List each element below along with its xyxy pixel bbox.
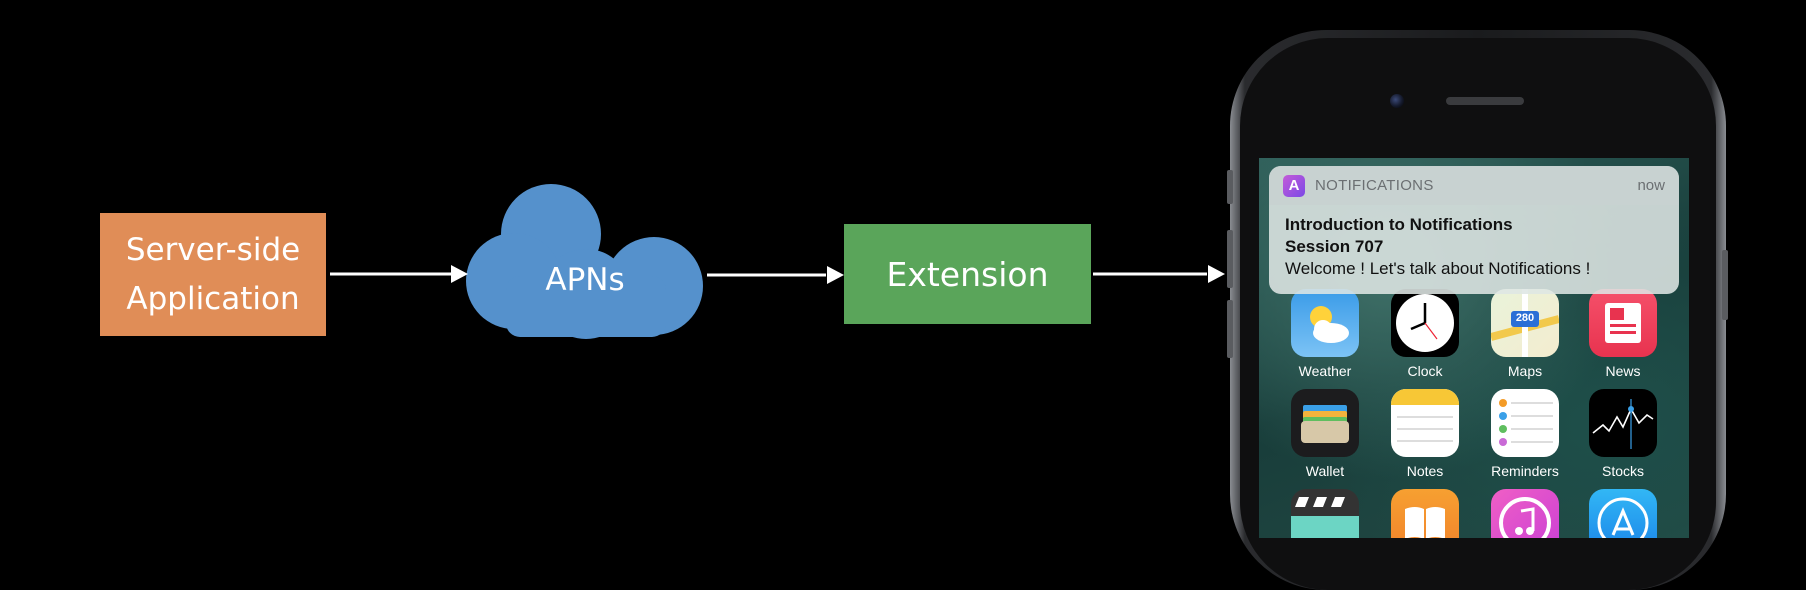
extension-label: Extension <box>886 254 1049 294</box>
stocks-icon <box>1589 389 1657 457</box>
clock-icon <box>1391 289 1459 357</box>
ibooks-icon <box>1391 489 1459 538</box>
reminders-icon <box>1491 389 1559 457</box>
weather-icon <box>1291 289 1359 357</box>
app-wallet[interactable]: Wallet <box>1285 389 1365 479</box>
server-label-line2: Application <box>126 280 300 317</box>
app-label: News <box>1605 363 1641 379</box>
server-label-line1: Server-side <box>125 231 301 268</box>
notification-message: Welcome ! Let's talk about Notifications… <box>1285 259 1591 278</box>
notification-body: Introduction to Notifications Session 70… <box>1269 205 1679 289</box>
notes-icon <box>1391 389 1459 457</box>
app-label: Wallet <box>1305 463 1345 479</box>
apns-cloud <box>466 184 703 339</box>
app-ibooks[interactable] <box>1385 489 1465 538</box>
app-reminders[interactable]: Reminders <box>1485 389 1565 479</box>
app-app-store[interactable] <box>1583 489 1663 538</box>
mute-switch <box>1227 170 1233 204</box>
app-store-icon: A <box>1283 174 1305 197</box>
earpiece-speaker <box>1446 97 1524 105</box>
news-icon <box>1589 289 1657 357</box>
app-label: Stocks <box>1601 463 1644 479</box>
maps-icon: 280 <box>1491 289 1559 357</box>
maps-route-badge: 280 <box>1515 312 1535 324</box>
app-itunes[interactable] <box>1485 489 1565 538</box>
app-weather[interactable]: Weather <box>1285 289 1365 379</box>
apns-label: APNs <box>545 262 625 298</box>
app-label: Reminders <box>1491 463 1559 479</box>
app-notes[interactable]: Notes <box>1385 389 1465 479</box>
app-label: Notes <box>1406 463 1444 479</box>
itunes-icon <box>1491 489 1559 538</box>
volume-up-button <box>1227 230 1233 288</box>
clapper-icon <box>1291 489 1359 538</box>
notification-app-name: NOTIFICATIONS <box>1315 177 1434 194</box>
app-label: Weather <box>1298 363 1352 379</box>
appstore-icon <box>1589 489 1657 538</box>
notification-banner[interactable]: A NOTIFICATIONS now Introduction to Noti… <box>1269 166 1679 294</box>
power-button <box>1722 250 1728 320</box>
arrow-apns-to-extension-head <box>827 266 844 284</box>
app-label: Clock <box>1407 363 1443 379</box>
app-maps[interactable]: 280 Maps <box>1485 289 1565 379</box>
notification-header: A NOTIFICATIONS now <box>1269 166 1679 205</box>
app-news[interactable]: News <box>1583 289 1663 379</box>
wallet-icon <box>1291 389 1359 457</box>
notification-title: Introduction to Notifications <box>1285 215 1513 234</box>
notification-time: now <box>1637 177 1665 194</box>
notification-subtitle: Session 707 <box>1285 237 1384 256</box>
extension-box: Extension <box>844 224 1091 324</box>
arrow-extension-to-device-head <box>1208 265 1225 283</box>
app-clock[interactable]: Clock <box>1385 289 1465 379</box>
app-stocks[interactable]: Stocks <box>1583 389 1663 479</box>
server-side-application-box: Server-side Application <box>100 213 326 336</box>
app-videos[interactable] <box>1285 489 1365 538</box>
phone-screen: Weather Clock 280 Maps News Wal <box>1259 158 1689 538</box>
volume-down-button <box>1227 300 1233 358</box>
app-label: Maps <box>1507 363 1543 379</box>
front-camera-icon <box>1390 94 1404 108</box>
